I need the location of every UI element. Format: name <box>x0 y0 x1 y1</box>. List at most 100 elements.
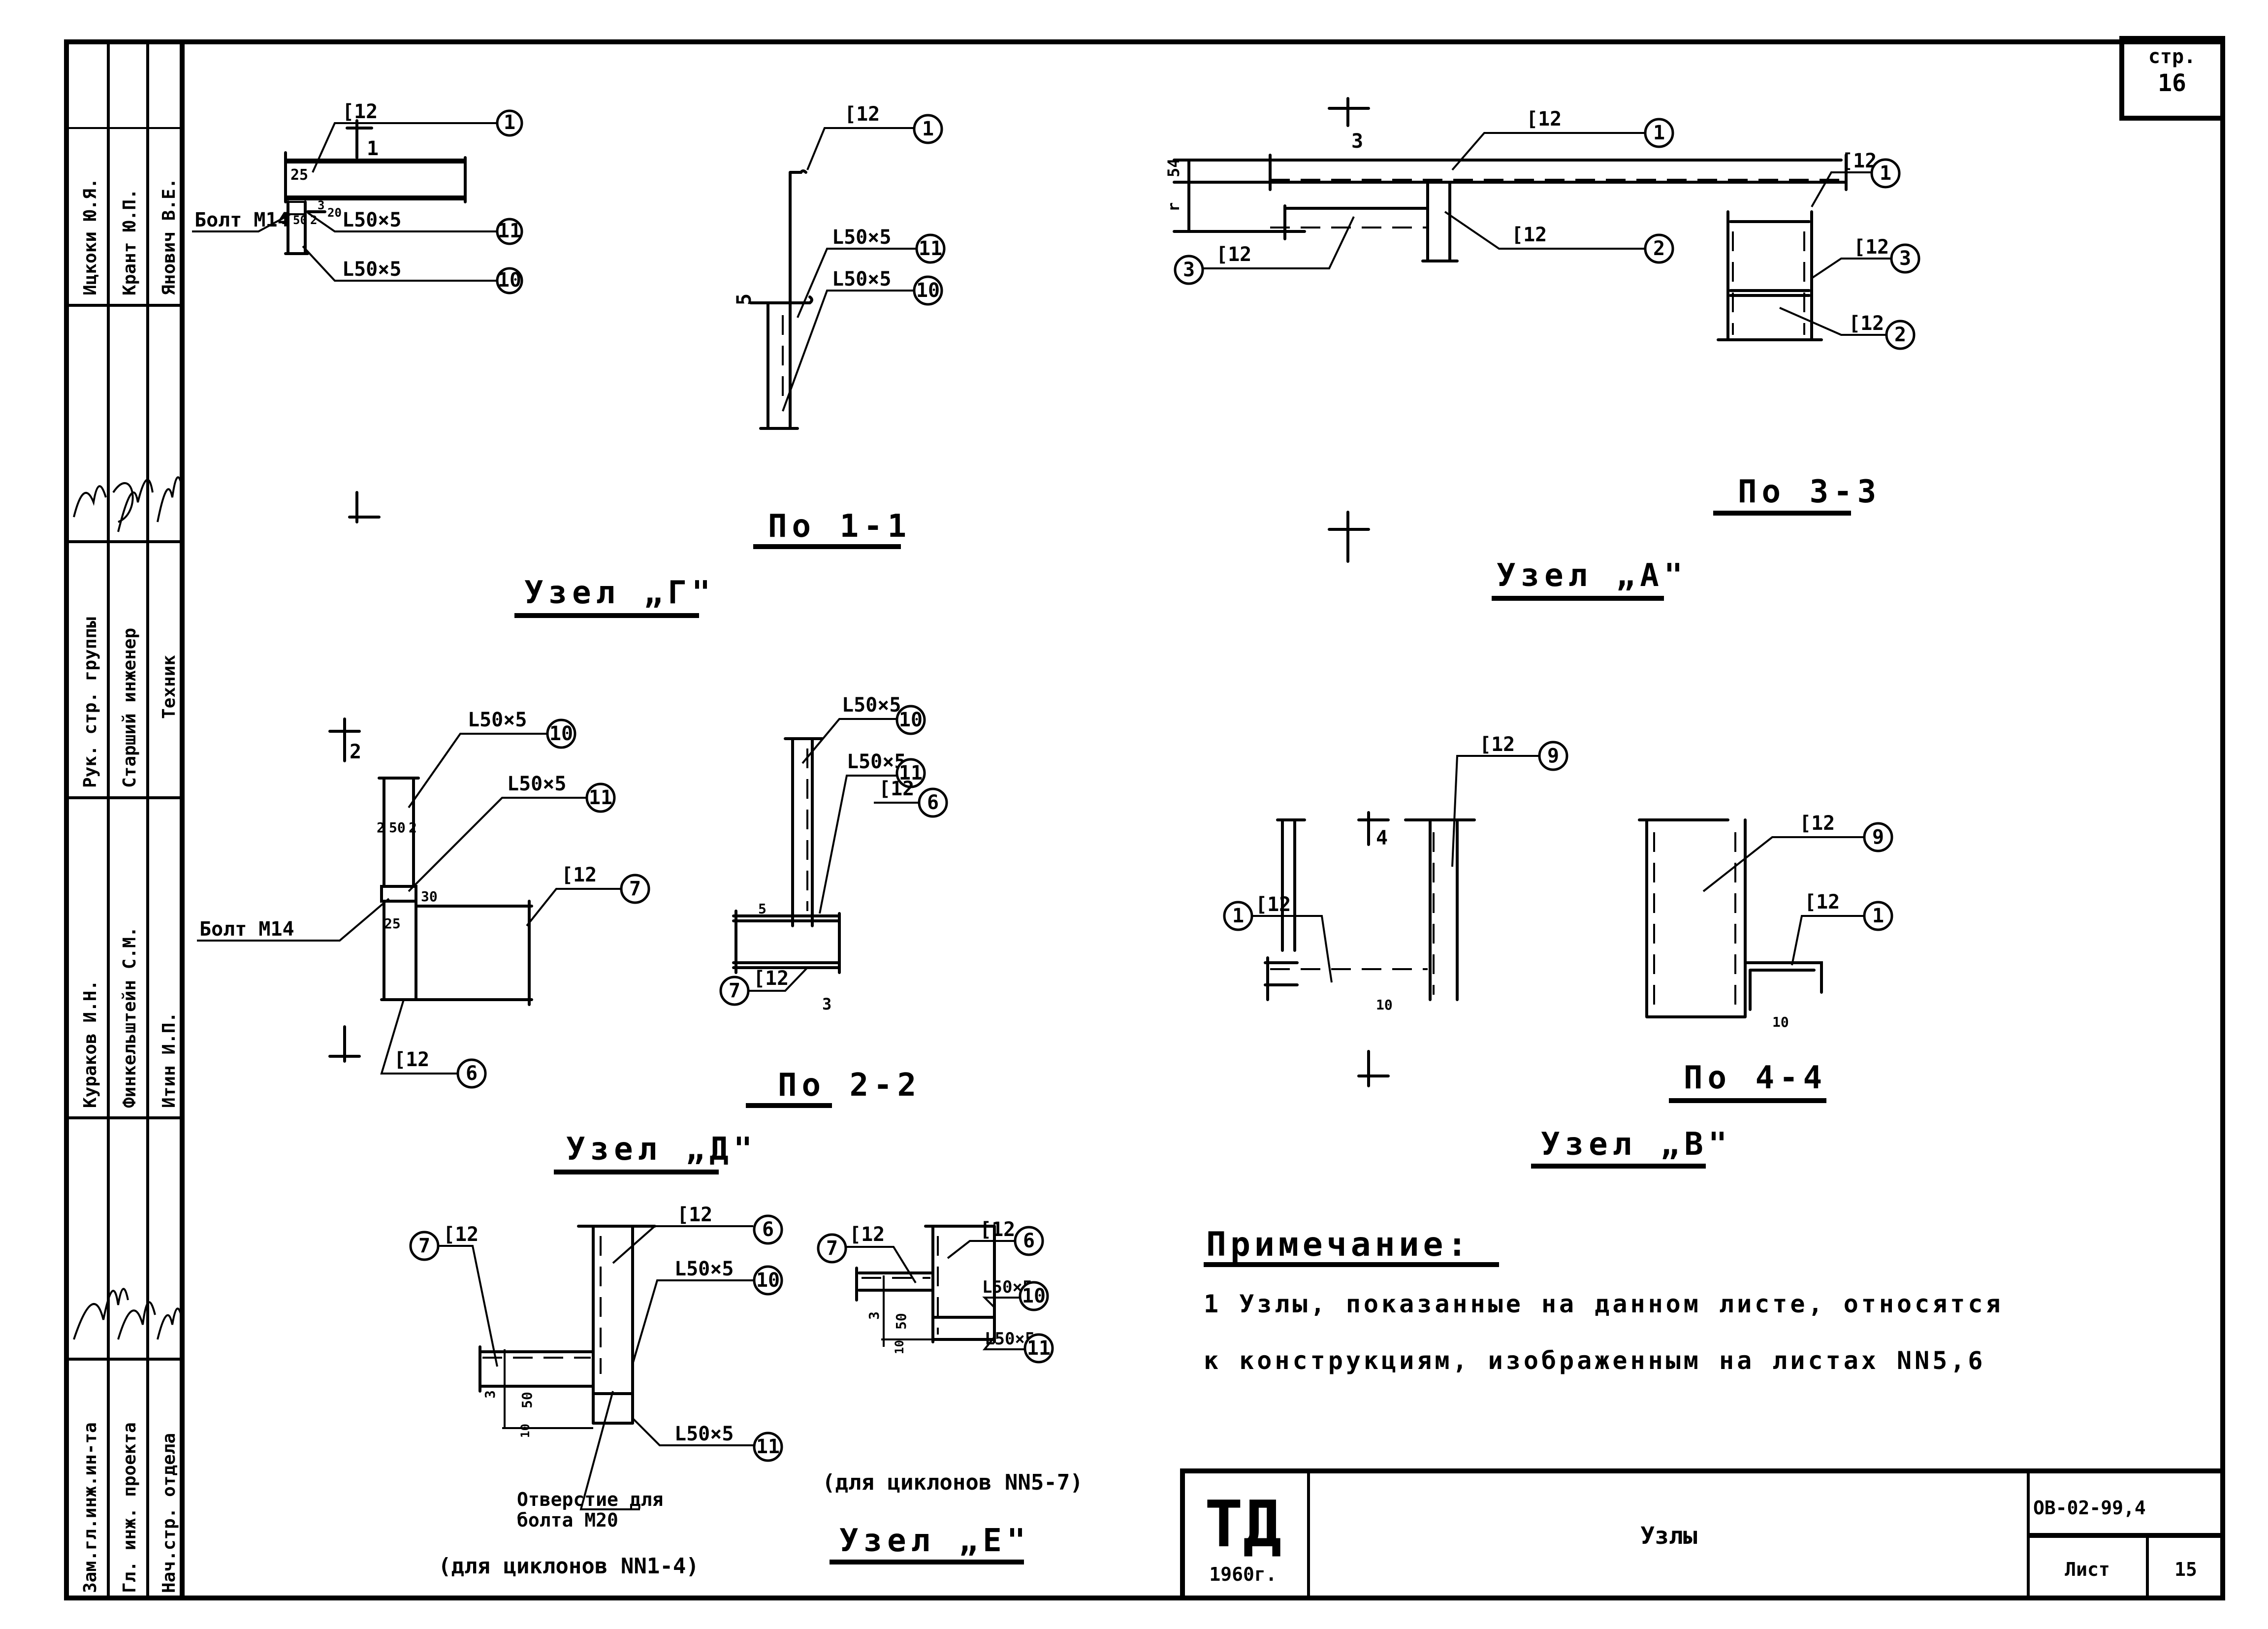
callout-number: 10 <box>916 279 940 302</box>
callout-circle <box>1644 233 1674 264</box>
detail-uzel-a: 3 54 r [12 1 [12 2 [12 3 <box>1164 97 1848 563</box>
detail-title-uzel-a: Узел „А" <box>1497 557 1688 594</box>
callout-profile: [12 <box>342 100 378 123</box>
bolt-label: Болт М14 <box>194 209 289 231</box>
detail-title-po-1-1: По 1-1 <box>768 508 911 545</box>
dim-label: 2 <box>409 819 417 836</box>
callout-circle <box>1870 158 1901 189</box>
callout-number: 1 <box>1653 122 1665 144</box>
callout-profile: L50×5 <box>507 773 566 795</box>
dim-label: 3 <box>822 995 831 1013</box>
callout-profile: [12 <box>1255 893 1291 916</box>
callout-number: 9 <box>1547 745 1559 767</box>
callout-circle <box>496 218 523 245</box>
callout-circle <box>1885 320 1916 350</box>
callout-number: 7 <box>629 878 641 900</box>
signature-mark-2 <box>117 1301 156 1340</box>
hole-note: болта М20 <box>517 1509 618 1531</box>
callout-profile: [12 <box>1511 224 1547 246</box>
callout-circle <box>753 1432 783 1462</box>
callout-number: 6 <box>927 791 939 814</box>
callout-profile: L50×5 <box>342 258 401 281</box>
signature-mark-4 <box>73 485 107 518</box>
detail-title-po-4-4: По 4-4 <box>1684 1060 1827 1096</box>
callout-number: 11 <box>899 762 923 784</box>
stamp-name-2: Финкельштейн С.М. <box>120 927 140 1108</box>
sheet-title: Узлы <box>1640 1522 1697 1550</box>
callout-number: 2 <box>1894 324 1906 346</box>
callout-number: 3 <box>1183 259 1195 281</box>
callout-profile: [12 <box>879 778 914 800</box>
callout-circle <box>409 1231 440 1261</box>
callout-number: 11 <box>919 237 942 260</box>
callout-number: 6 <box>1023 1230 1035 1252</box>
callout-profile: [12 <box>443 1223 479 1246</box>
dim-label: 50 <box>519 1392 535 1408</box>
callout-circle <box>753 1214 783 1245</box>
callout-circle <box>1890 243 1920 274</box>
callout-profile: [12 <box>1853 236 1889 259</box>
sheet-number: 15 <box>2174 1559 2197 1580</box>
dim-label: 5 <box>733 293 756 305</box>
detail-title-po-3-3: По 3-3 <box>1738 474 1881 510</box>
doc-code: ОВ-02-99,4 <box>2033 1497 2146 1519</box>
section-cut-mark <box>346 119 373 159</box>
callout-circle <box>895 758 926 788</box>
section-cut-mark <box>1357 811 1390 846</box>
org-mark: ТД <box>1205 1487 1282 1562</box>
callout-profile: [12 <box>1799 812 1835 835</box>
callout-circle <box>753 1265 783 1296</box>
stamp-role-1: Зам.гл.инж.ин-та <box>80 1422 100 1593</box>
dim-label: 3 <box>318 198 324 212</box>
callout-profile: [12 <box>849 1223 885 1246</box>
detail-title-uzel-v: Узел „В" <box>1541 1126 1732 1163</box>
detail-title-uzel-e: Узел „Е" <box>839 1523 1030 1559</box>
callout-number: 7 <box>729 979 740 1002</box>
dim-label: 25 <box>384 915 401 932</box>
callout-number: 7 <box>418 1235 430 1257</box>
dim-label: 3 <box>866 1311 882 1320</box>
dim-label: 10 <box>1772 1014 1789 1030</box>
callout-number: 1 <box>922 118 934 140</box>
detail-title-po-2-2: По 2-2 <box>778 1067 921 1104</box>
dim-label: 10 <box>518 1424 532 1438</box>
detail-uzel-e-variant-1: 3 50 10 [12 7 [12 6 L50×5 10 L50×5 11 От… <box>409 1204 783 1579</box>
callout-profile: L50×5 <box>342 209 401 231</box>
callout-number: 10 <box>899 709 923 731</box>
callout-number: 10 <box>756 1269 780 1292</box>
dim-label: 10 <box>893 1340 906 1354</box>
callout-circle <box>1019 1281 1049 1311</box>
section-mark-label: 2 <box>350 741 361 763</box>
detail-po-4-4: 10 [12 9 [12 1 <box>1638 812 1893 1030</box>
signature-mark-5 <box>112 479 154 532</box>
detail-uzel-d: 2 2 50 2 30 25 Болт М14 L50×5 10 L50×5 1… <box>197 709 650 1089</box>
callout-circle <box>817 1233 847 1264</box>
callout-profile: [12 <box>677 1204 712 1226</box>
sheet-border <box>64 39 2225 1600</box>
callout-circle <box>918 787 948 818</box>
detail-uzel-e-variant-2: 3 50 10 [12 7 [12 6 L50×5 10 L50×5 11 (д… <box>817 1218 1083 1495</box>
callout-number: 7 <box>826 1237 838 1260</box>
stamp-name-1: Кураков И.Н. <box>80 980 100 1108</box>
callout-profile: L50×5 <box>674 1258 734 1280</box>
detail-uzel-g: 1 25 3 20 2 50 2 Болт М14 [12 1 L50×5 11… <box>192 100 523 523</box>
callout-profile: L50×5 <box>832 226 891 249</box>
callout-profile: [12 <box>753 967 789 990</box>
callout-number: 1 <box>1880 162 1891 185</box>
callout-circle <box>719 976 750 1006</box>
hole-note: Отверстие для <box>517 1489 663 1510</box>
stamp-name-5: Крант Ю.П. <box>120 189 140 295</box>
dim-label: r <box>1164 202 1183 212</box>
signature-mark-3 <box>157 1307 183 1340</box>
callout-circle <box>620 874 650 904</box>
note-heading: Примечание: <box>1206 1225 1471 1264</box>
callout-circle <box>456 1058 487 1089</box>
signature-mark-6 <box>157 476 183 522</box>
callout-number: 10 <box>549 722 573 745</box>
stamp-name-6: Янович В.Е. <box>159 178 179 295</box>
callout-circle <box>1644 118 1674 148</box>
callout-number: 6 <box>762 1218 774 1241</box>
section-mark-label: 1 <box>367 137 379 160</box>
dim-label: 5 <box>758 901 767 917</box>
callout-circle <box>1538 741 1568 771</box>
